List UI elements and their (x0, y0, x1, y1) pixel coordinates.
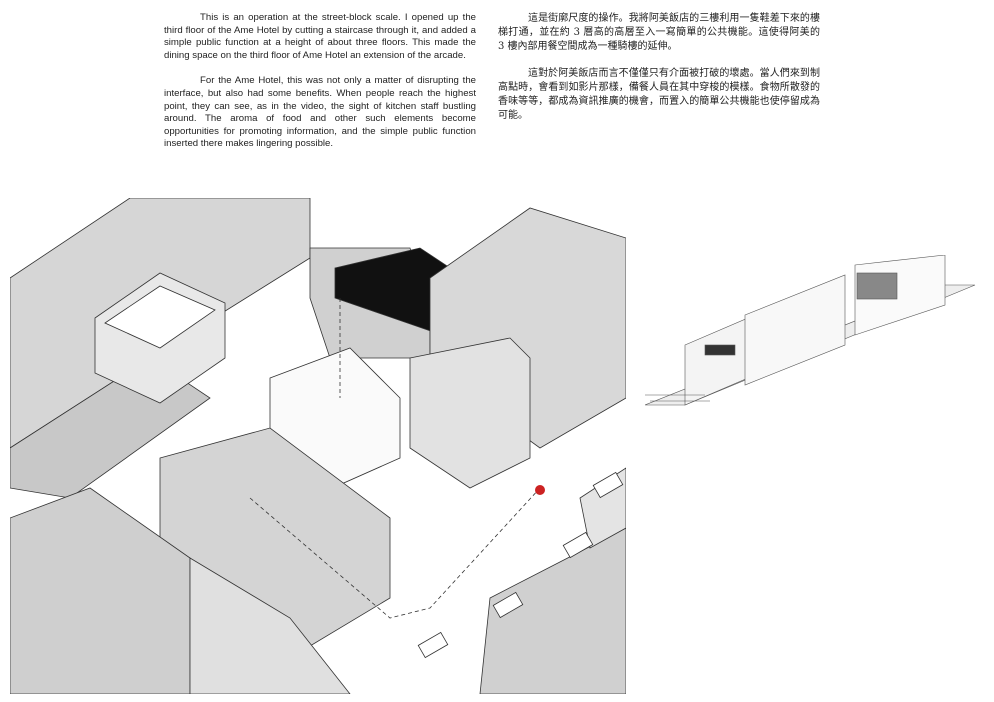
axonometric-street-block-drawing (10, 198, 626, 694)
chinese-paragraph-1: 這是街廓尺度的操作。我將阿美飯店的三樓利用一隻鞋差下來的樓梯打通，並在約 3 層… (498, 13, 820, 52)
english-paragraph-2: For the Ame Hotel, this was not only a m… (164, 75, 476, 150)
chinese-text: 這是街廓尺度的操作。我將阿美飯店的三樓利用一隻鞋差下來的樓梯打通，並在約 3 層… (498, 12, 820, 136)
small-perspective-drawing (645, 255, 976, 406)
english-paragraph-1: This is an operation at the street-block… (164, 12, 476, 61)
chinese-paragraph-2: 這對於阿美飯店而言不僅僅只有介面被打破的壞處。當人們來到制高點時，會看到如影片那… (498, 68, 820, 121)
english-text: This is an operation at the street-block… (164, 12, 476, 164)
